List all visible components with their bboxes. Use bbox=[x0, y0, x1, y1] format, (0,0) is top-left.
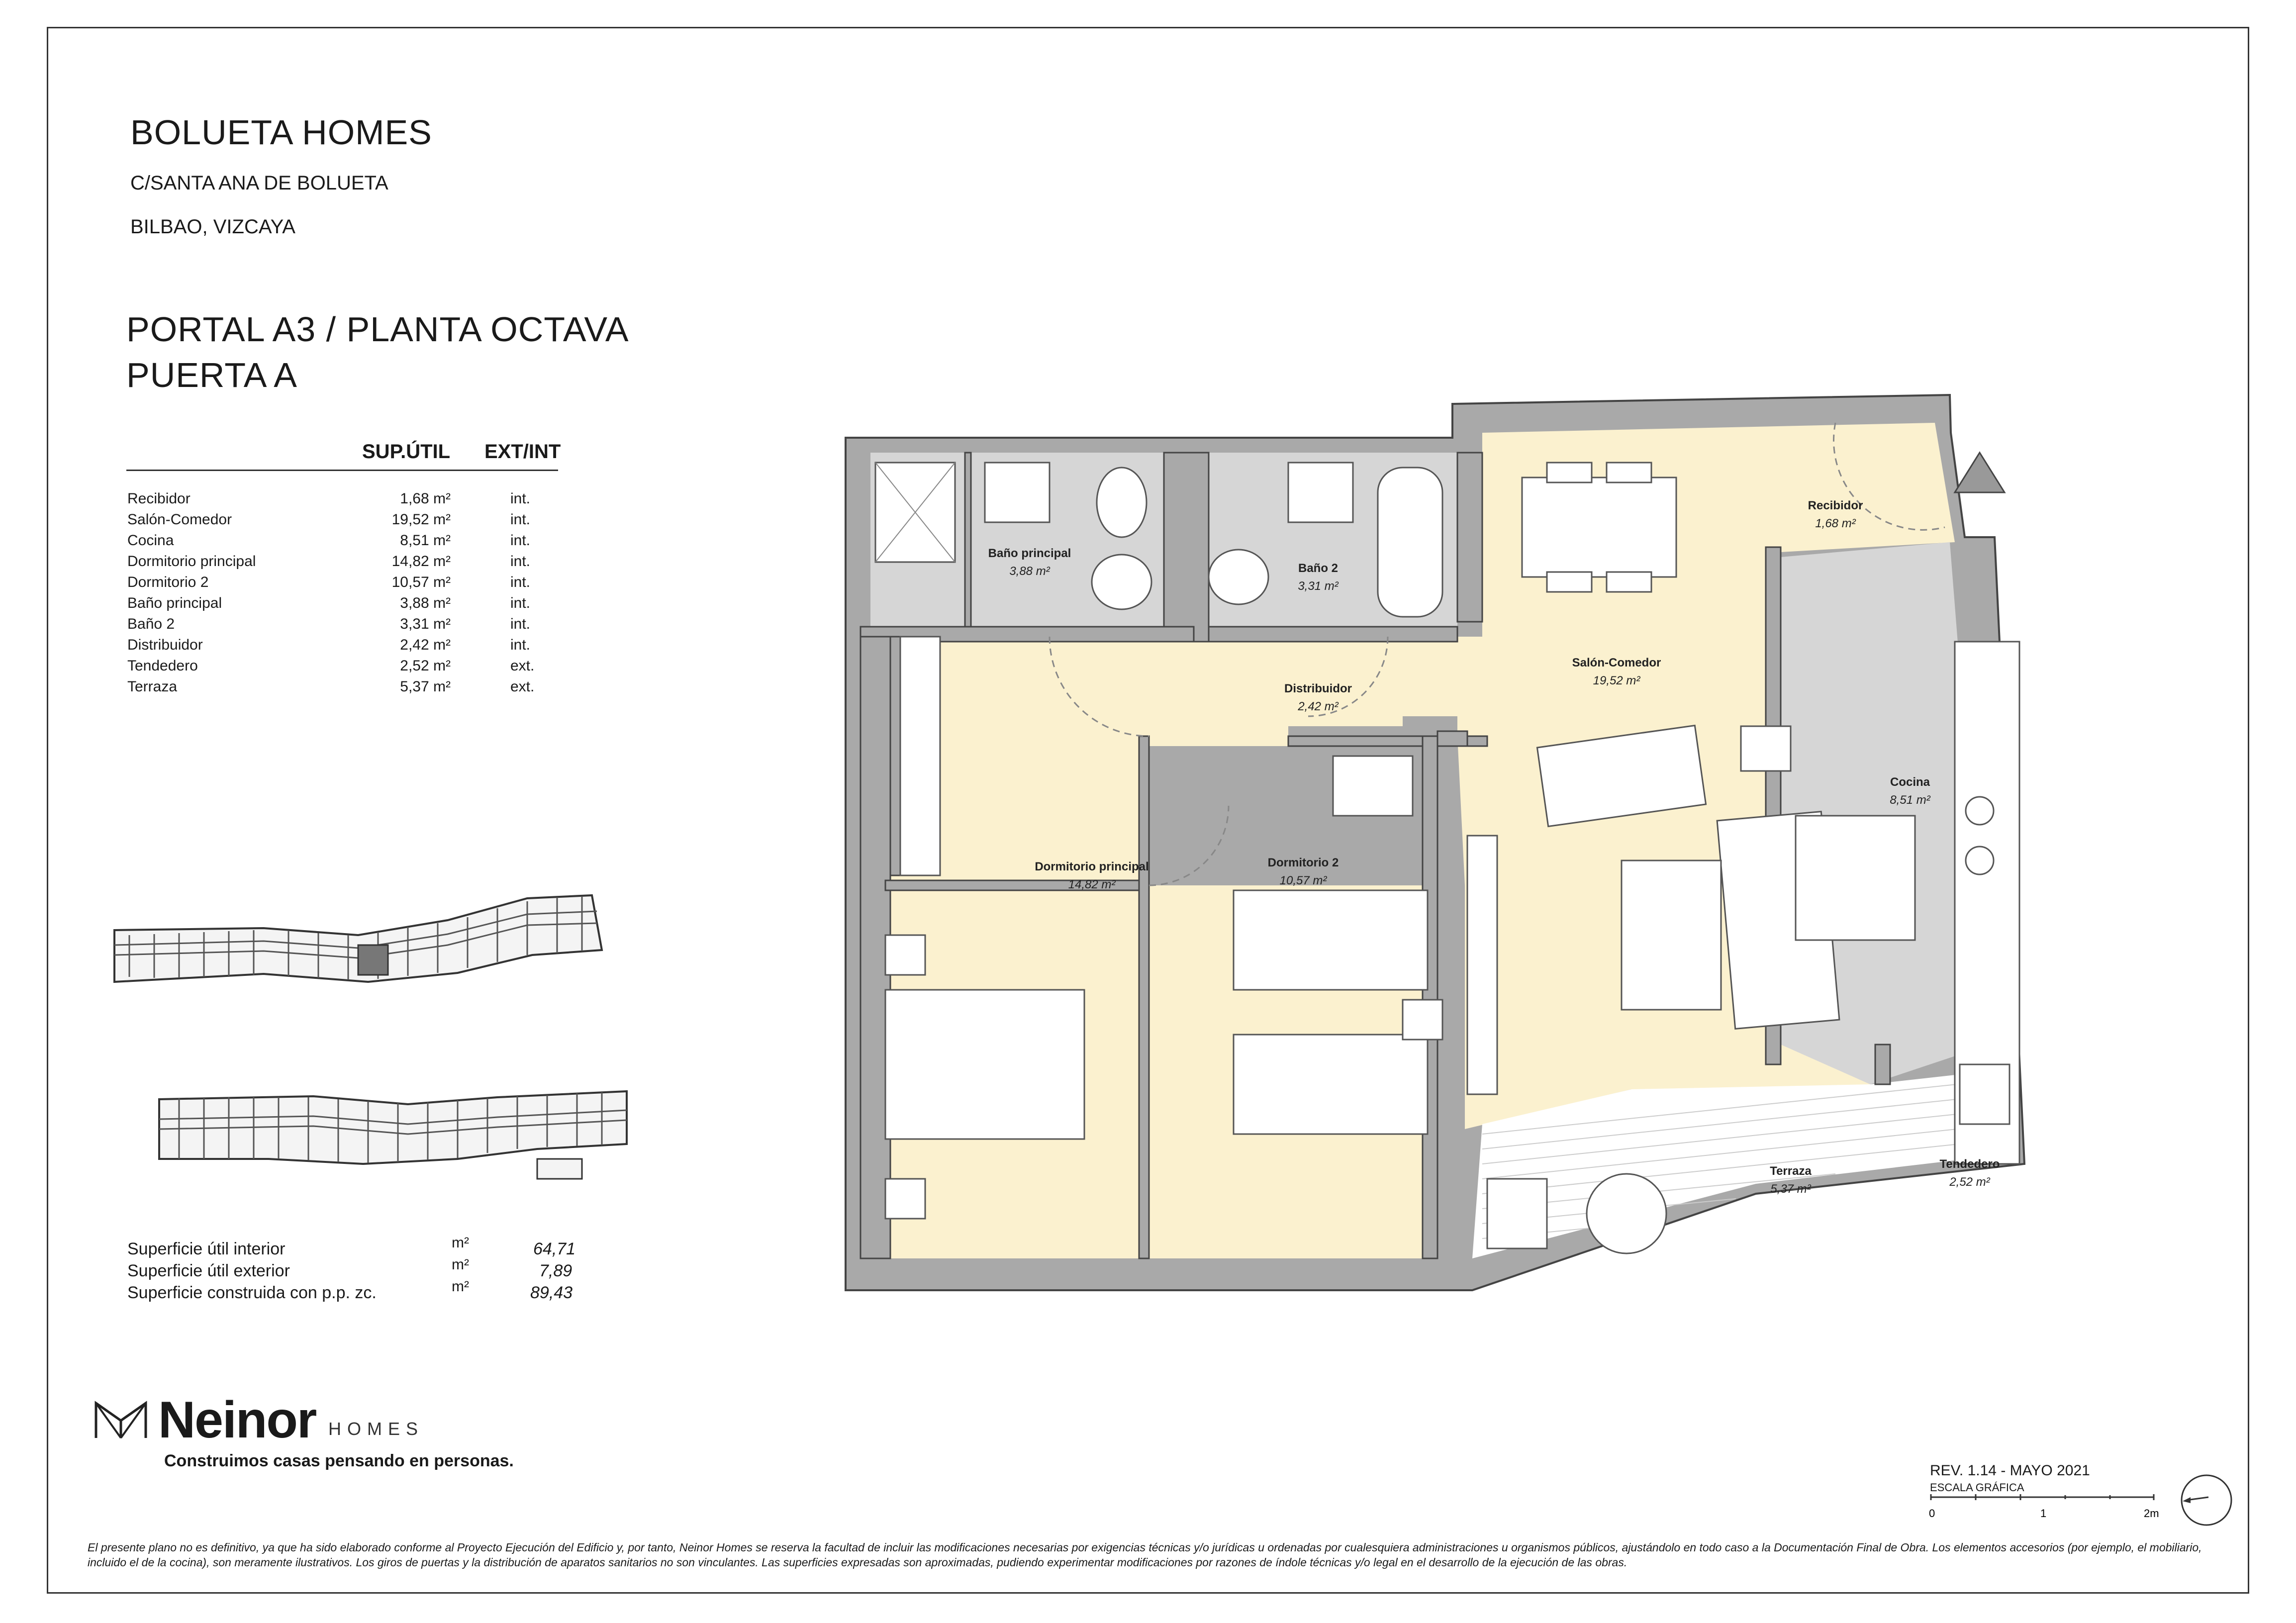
revision-label: REV. 1.14 - MAYO 2021 bbox=[1930, 1462, 2090, 1479]
room-label-salon: Salón-Comedor bbox=[1572, 656, 1661, 669]
key-plan-upper bbox=[113, 894, 603, 983]
room-area-bano-2: 3,31 m² bbox=[1298, 579, 1339, 593]
project-street: C/SANTA ANA DE BOLUETA bbox=[130, 172, 388, 194]
brand-name: Neinor bbox=[158, 1391, 317, 1449]
column-header-type: EXT/INT bbox=[484, 441, 561, 463]
table-header-rule bbox=[126, 470, 558, 471]
room-label-bano-principal: Baño principal bbox=[988, 547, 1071, 560]
room-area-cocina: 8,51 m² bbox=[1890, 793, 1930, 807]
scale-label: ESCALA GRÁFICA bbox=[1930, 1481, 2024, 1494]
room-area-bano-principal: 3,88 m² bbox=[1009, 565, 1050, 578]
room-area-terraza: 5,37 m² bbox=[1770, 1182, 1811, 1196]
scale-tick-1: 1 bbox=[2040, 1507, 2046, 1520]
room-area-tendedero: 2,52 m² bbox=[1949, 1175, 1990, 1189]
scale-bar: 0 1 2m bbox=[1929, 1494, 2159, 1520]
room-area-salon: 19,52 m² bbox=[1593, 674, 1641, 687]
key-plan-lower bbox=[158, 1090, 628, 1180]
column-header-area: SUP.ÚTIL bbox=[362, 441, 451, 463]
room-label-tendedero: Tendedero bbox=[1940, 1157, 2000, 1171]
portal-title: PORTAL A3 / PLANTA OCTAVA bbox=[126, 310, 629, 349]
page-frame bbox=[47, 27, 2249, 1594]
entrance-arrow-icon bbox=[1953, 451, 2006, 493]
furniture bbox=[874, 462, 2020, 1254]
floor-plan: Baño principal 3,88 m² Baño 2 3,31 m² Re… bbox=[845, 393, 2026, 1291]
room-area-distribuidor: 2,42 m² bbox=[1297, 700, 1339, 713]
key-plan-highlight bbox=[357, 944, 389, 976]
brand-tagline: Construimos casas pensando en personas. bbox=[164, 1451, 514, 1470]
room-area-recibidor: 1,68 m² bbox=[1815, 517, 1856, 530]
room-area-dormitorio-2: 10,57 m² bbox=[1280, 874, 1328, 887]
north-compass-icon bbox=[2181, 1474, 2232, 1526]
project-title: BOLUETA HOMES bbox=[130, 113, 432, 152]
room-label-bano-2: Baño 2 bbox=[1298, 562, 1338, 575]
neinor-logo-icon bbox=[95, 1401, 147, 1439]
door-title: PUERTA A bbox=[126, 356, 297, 394]
room-label-terraza: Terraza bbox=[1770, 1164, 1812, 1178]
scale-tick-2: 2m bbox=[2144, 1507, 2159, 1520]
room-label-distribuidor: Distribuidor bbox=[1284, 682, 1352, 695]
brand-sub: HOMES bbox=[328, 1419, 424, 1439]
interior-floor bbox=[885, 423, 1955, 1258]
project-city: BILBAO, VIZCAYA bbox=[130, 216, 295, 238]
room-area-dormitorio-principal: 14,82 m² bbox=[1068, 878, 1116, 891]
room-label-dormitorio-2: Dormitorio 2 bbox=[1268, 856, 1339, 869]
room-label-cocina: Cocina bbox=[1890, 775, 1930, 789]
door-swings bbox=[1049, 422, 1945, 886]
scale-tick-0: 0 bbox=[1929, 1507, 1935, 1520]
room-label-dormitorio-principal: Dormitorio principal bbox=[1035, 860, 1148, 873]
legal-disclaimer: El presente plano no es definitivo, ya q… bbox=[88, 1541, 2202, 1569]
room-label-recibidor: Recibidor bbox=[1808, 499, 1863, 512]
